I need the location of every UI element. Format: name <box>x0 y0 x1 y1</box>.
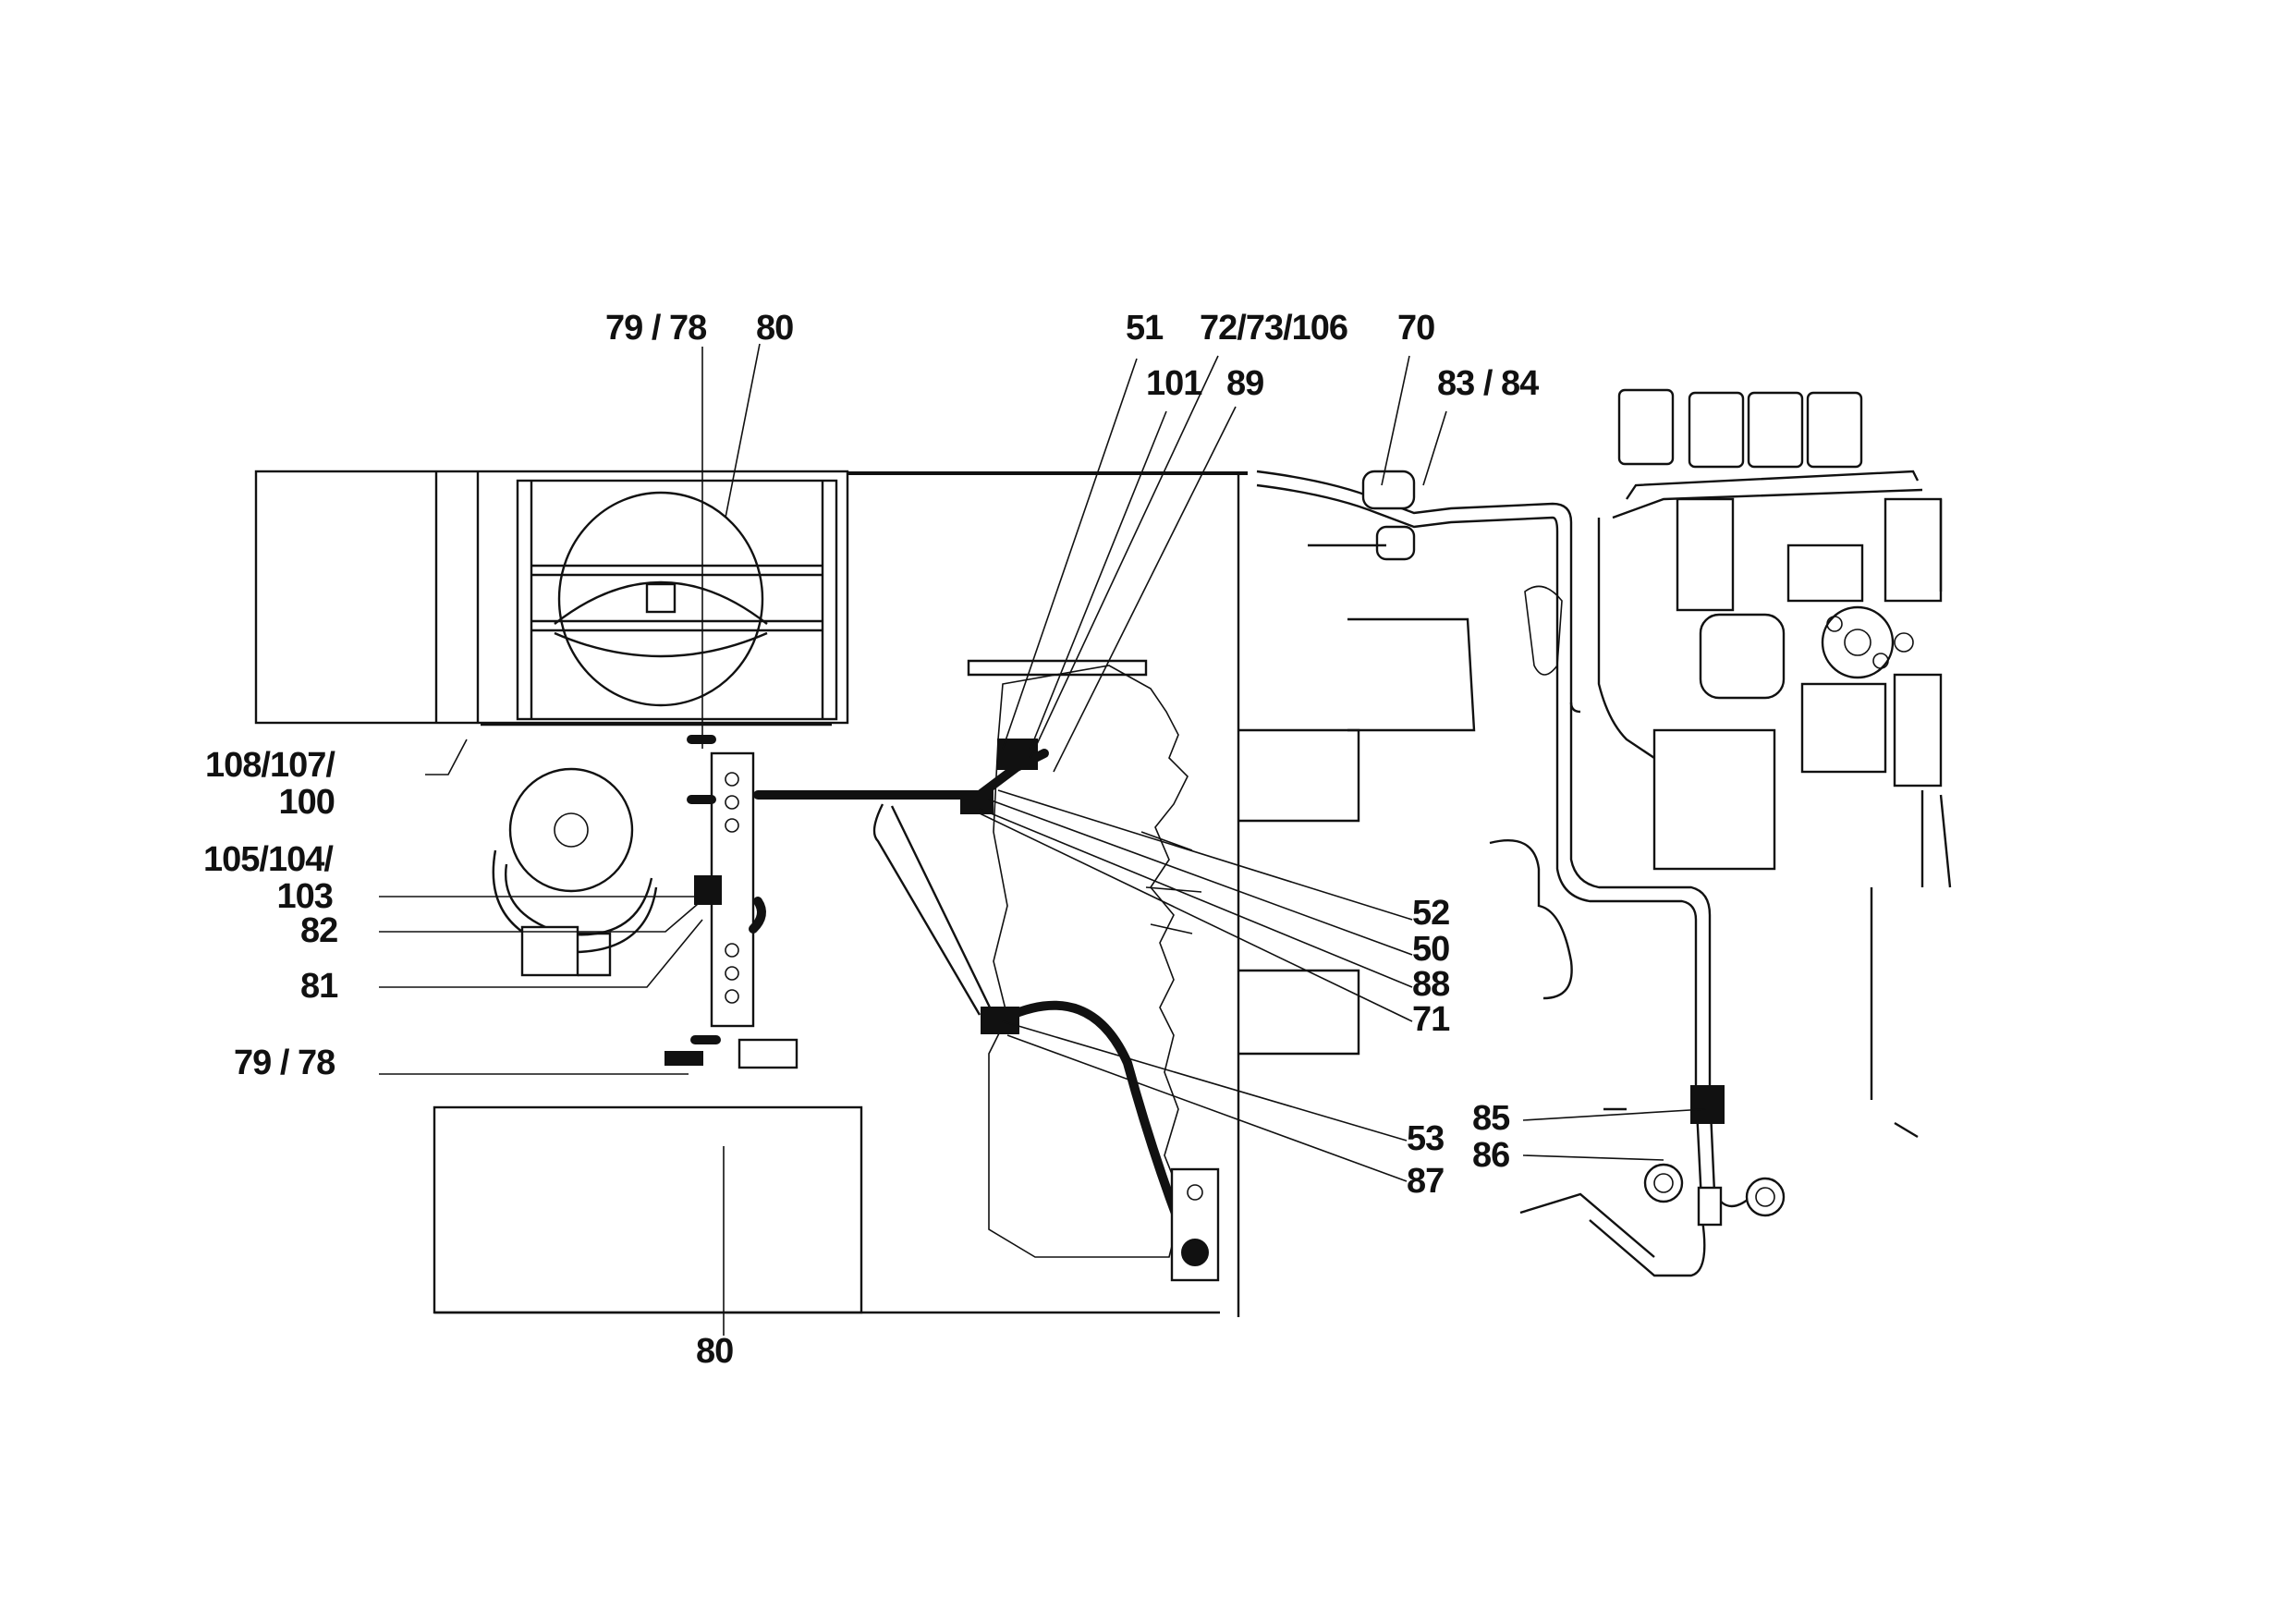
right-scribble <box>1870 887 1919 1139</box>
callout-52: 52 <box>1412 894 1450 933</box>
fan-wheel <box>531 491 823 707</box>
compressor-pulley <box>492 767 658 977</box>
right-refrigerant-lines <box>1256 470 1786 1277</box>
leader-lines <box>379 343 1706 1336</box>
callout-70: 70 <box>1397 309 1435 348</box>
callout-50: 50 <box>1412 930 1450 969</box>
callout-86: 86 <box>1472 1136 1510 1175</box>
radiator-housing <box>254 470 1248 727</box>
callout-51: 51 <box>1126 309 1164 348</box>
callout-87: 87 <box>1407 1162 1445 1201</box>
drier-block <box>664 735 799 1069</box>
callout-82: 82 <box>300 911 338 950</box>
callout-85: 85 <box>1472 1099 1510 1138</box>
callout-79-78-top: 79 / 78 <box>605 309 707 348</box>
callout-83-84: 83 / 84 <box>1437 364 1539 403</box>
callout-71: 71 <box>1412 1000 1450 1039</box>
refrigerant-lines <box>753 739 1220 1282</box>
callout-53: 53 <box>1407 1119 1445 1158</box>
callout-81: 81 <box>300 967 338 1006</box>
callout-72-73-106: 72/73/106 <box>1200 309 1348 348</box>
callout-79-78-bottom: 79 / 78 <box>234 1044 335 1082</box>
callout-105-104-103: 105/104/ 103 <box>203 840 334 916</box>
callout-108-107-100: 108/107/ 100 <box>205 746 335 822</box>
right-engine <box>1347 388 1952 1000</box>
lower-left-box <box>433 1105 863 1314</box>
callout-80-bottom: 80 <box>696 1332 734 1371</box>
callout-89: 89 <box>1226 364 1264 403</box>
callout-88: 88 <box>1412 965 1450 1004</box>
callout-80-top: 80 <box>756 309 794 348</box>
callout-101: 101 <box>1146 364 1202 403</box>
